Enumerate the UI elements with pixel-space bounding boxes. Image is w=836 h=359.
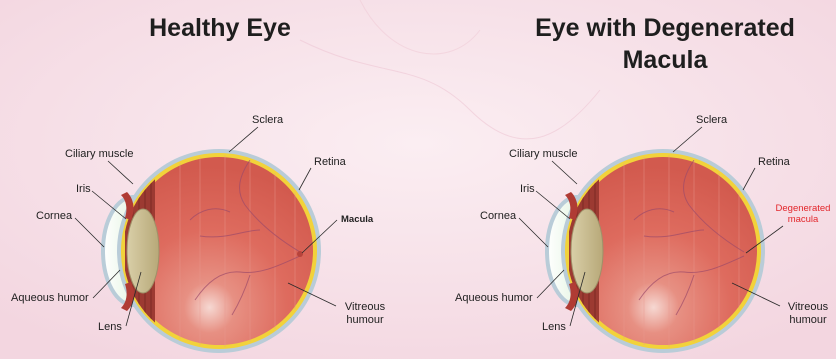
label-iris: Iris: [520, 183, 535, 196]
label-ciliary-muscle: Ciliary muscle: [65, 148, 133, 161]
label-lens: Lens: [542, 321, 566, 334]
label-degenerated-line2: macula: [772, 214, 834, 225]
label-sclera: Sclera: [252, 114, 283, 127]
label-cornea: Cornea: [36, 210, 72, 223]
lens: [127, 209, 159, 293]
label-vitreous-line2: humour: [340, 314, 390, 327]
healthy-eye-title: Healthy Eye: [100, 12, 340, 44]
label-iris: Iris: [76, 183, 91, 196]
degenerated-eye-title-line1: Eye with Degenerated: [500, 12, 830, 44]
label-aqueous-humor: Aqueous humor: [11, 292, 89, 305]
label-ciliary-muscle: Ciliary muscle: [509, 148, 577, 161]
label-cornea: Cornea: [480, 210, 516, 223]
degenerated-eye-title-line2: Macula: [500, 44, 830, 76]
label-vitreous-line1: Vitreous: [340, 301, 390, 314]
degenerated-eye-title: Eye with Degenerated Macula: [500, 12, 830, 76]
label-macula: Macula: [341, 213, 373, 226]
label-retina: Retina: [314, 156, 346, 169]
label-vitreous-humour: Vitreous humour: [783, 301, 833, 327]
label-vitreous-humour: Vitreous humour: [340, 301, 390, 327]
label-retina: Retina: [758, 156, 790, 169]
lens: [571, 209, 603, 293]
label-degenerated-macula: Degenerated macula: [772, 203, 834, 225]
label-vitreous-line2: humour: [783, 314, 833, 327]
label-vitreous-line1: Vitreous: [783, 301, 833, 314]
label-degenerated-line1: Degenerated: [772, 203, 834, 214]
macula-spot: [297, 251, 303, 257]
label-lens: Lens: [98, 321, 122, 334]
label-aqueous-humor: Aqueous humor: [455, 292, 533, 305]
label-sclera: Sclera: [696, 114, 727, 127]
